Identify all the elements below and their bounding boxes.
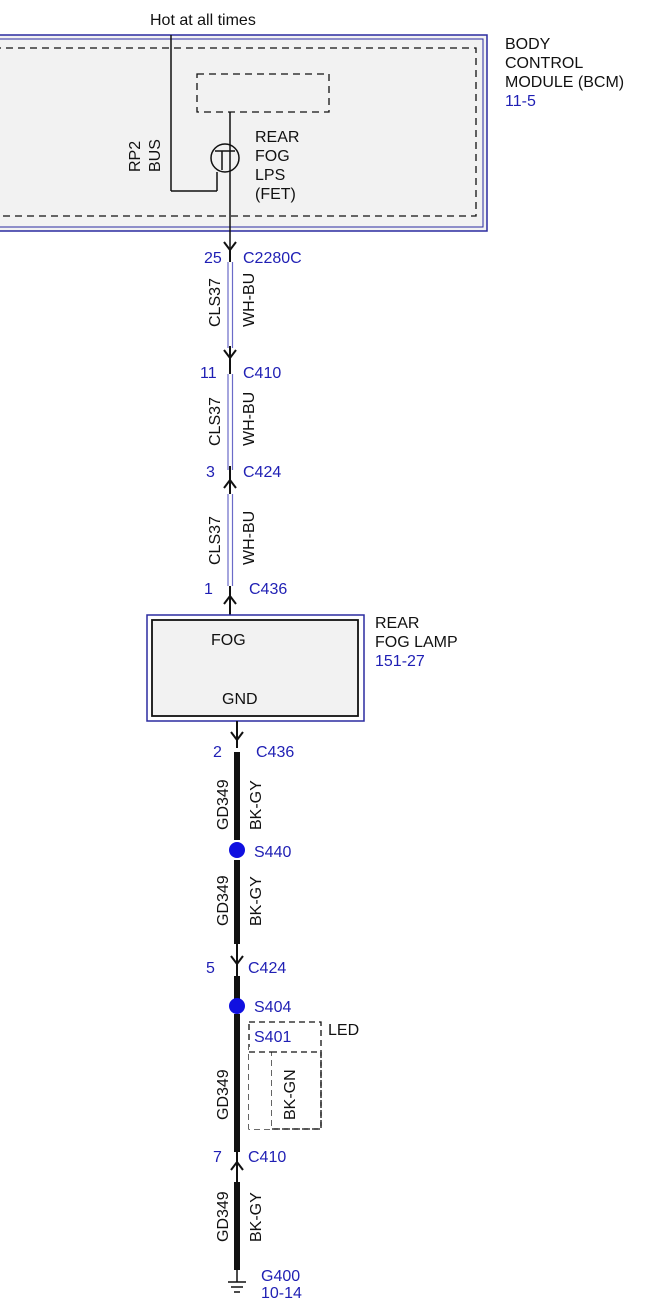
- bcm-name-line-3: MODULE (BCM): [505, 74, 624, 91]
- output-label-line-3: LPS: [255, 167, 285, 184]
- output-label-line-1: REAR: [255, 129, 299, 146]
- fet-transistor-symbol: [210, 112, 240, 173]
- splice-s404-dot: [229, 998, 245, 1014]
- ground-wire-segment-2-color: BK-GY: [248, 876, 265, 926]
- ground-wire-segment-1-circuit: GD349: [215, 779, 232, 830]
- connector-c436-lower-pin-number: 2: [213, 744, 222, 761]
- connector-c424-upper-name: C424: [243, 464, 281, 481]
- wire-segment-3-color: WH-BU: [241, 511, 258, 565]
- wire-segment-2-circuit: CLS37: [207, 397, 224, 446]
- lamp-inner-box: [151, 619, 359, 717]
- connector-c2280c: 25 C2280C: [204, 241, 302, 267]
- wire-segment-2-color: WH-BU: [241, 392, 258, 446]
- connector-c424-lower-arrow: [230, 955, 244, 966]
- connector-c424-upper: 3 C424: [206, 464, 281, 494]
- led-option-wire-color: BK-GN: [282, 1069, 299, 1120]
- splice-s404: S404: [229, 998, 291, 1016]
- led-option-mask: [249, 1047, 271, 1129]
- ground-wire-segment-5-color: BK-GY: [248, 1192, 265, 1242]
- wire-segment-2: CLS37 WH-BU: [207, 374, 258, 470]
- splice-s404-name: S404: [254, 999, 291, 1016]
- bcm-internal-boundary: [0, 47, 477, 217]
- ground-wire-segment-5: GD349 BK-GY: [215, 1182, 265, 1270]
- bcm-internal-block: [196, 73, 330, 113]
- bcm-module: [0, 34, 488, 232]
- feed-label: Hot at all times: [150, 12, 256, 29]
- lamp-pin-gnd: GND: [222, 691, 258, 708]
- bcm-inner-border: [0, 38, 484, 228]
- rear-fog-lamp: FOG GND: [146, 614, 365, 722]
- wire-segment-1-circuit: CLS37: [207, 278, 224, 327]
- lamp-pin-fog: FOG: [211, 632, 246, 649]
- bus-label-line-2: BUS: [147, 139, 164, 172]
- connector-c436-lower-arrow: [230, 731, 244, 742]
- ground-ref: 10-14: [261, 1285, 302, 1300]
- connector-c424-lower-pin-number: 5: [206, 960, 215, 977]
- ground-wire-segment-5-circuit: GD349: [215, 1191, 232, 1242]
- connector-c424-lower: 5 C424: [206, 944, 286, 977]
- splice-s440-dot: [229, 842, 245, 858]
- wire-segment-1: CLS37 WH-BU: [207, 262, 258, 348]
- connector-c436-upper: 1 C436: [204, 581, 287, 617]
- connector-c410-upper-name: C410: [243, 365, 281, 382]
- connector-c410-lower-name: C410: [248, 1149, 286, 1166]
- ground-wire-segment-1-color: BK-GY: [248, 780, 265, 830]
- connector-c424-upper-pin-number: 3: [206, 464, 215, 481]
- led-option-group: S401 BK-GN LED: [248, 1021, 359, 1130]
- output-label-line-2: FOG: [255, 148, 290, 165]
- connector-c436-upper-pin-number: 1: [204, 581, 213, 598]
- splice-s440: S440: [229, 842, 291, 861]
- connector-c410-lower-arrow: [230, 1160, 244, 1171]
- connector-c424-lower-name: C424: [248, 960, 286, 977]
- ground-symbol: [228, 1270, 246, 1293]
- ground-name: G400: [261, 1268, 300, 1285]
- bus-label-line-1: RP2: [127, 141, 144, 172]
- output-label-line-4: (FET): [255, 186, 296, 203]
- connector-c2280c-pin-number: 25: [204, 250, 222, 267]
- led-option-label: LED: [328, 1022, 359, 1039]
- bcm-ref: 11-5: [505, 93, 536, 110]
- connector-c436-lower-name: C436: [256, 744, 294, 761]
- fet-body: [210, 143, 240, 173]
- connector-c410-upper-pin-number: 11: [200, 365, 217, 382]
- bcm-outer-border: [0, 34, 488, 232]
- lamp-name-line-1: REAR: [375, 615, 419, 632]
- bcm-name-line-1: BODY: [505, 36, 551, 53]
- ground-wire-segment-1: GD349 BK-GY: [215, 752, 265, 840]
- connector-c410-upper: 11 C410: [200, 346, 281, 382]
- connector-c436-lower: 2 C436: [213, 721, 294, 761]
- wire-segment-1-color: WH-BU: [241, 273, 258, 327]
- connector-c2280c-name: C2280C: [243, 250, 302, 267]
- lamp-name-line-2: FOG LAMP: [375, 634, 458, 651]
- wire-segment-3: CLS37 WH-BU: [207, 494, 258, 586]
- wire-segment-3-circuit: CLS37: [207, 516, 224, 565]
- connector-c436-upper-name: C436: [249, 581, 287, 598]
- ground-wire-segment-2-circuit: GD349: [215, 875, 232, 926]
- splice-s440-name: S440: [254, 844, 291, 861]
- connector-c410-lower-pin-number: 7: [213, 1149, 222, 1166]
- lamp-ref: 151-27: [375, 653, 425, 670]
- connector-c410-lower: 7 C410: [213, 1149, 286, 1182]
- ground-wire-segment-2: GD349 BK-GY: [215, 860, 265, 944]
- ground-wire-segment-4-circuit: GD349: [215, 1069, 232, 1120]
- bcm-name-line-2: CONTROL: [505, 55, 583, 72]
- led-option-splice-name: S401: [254, 1029, 291, 1046]
